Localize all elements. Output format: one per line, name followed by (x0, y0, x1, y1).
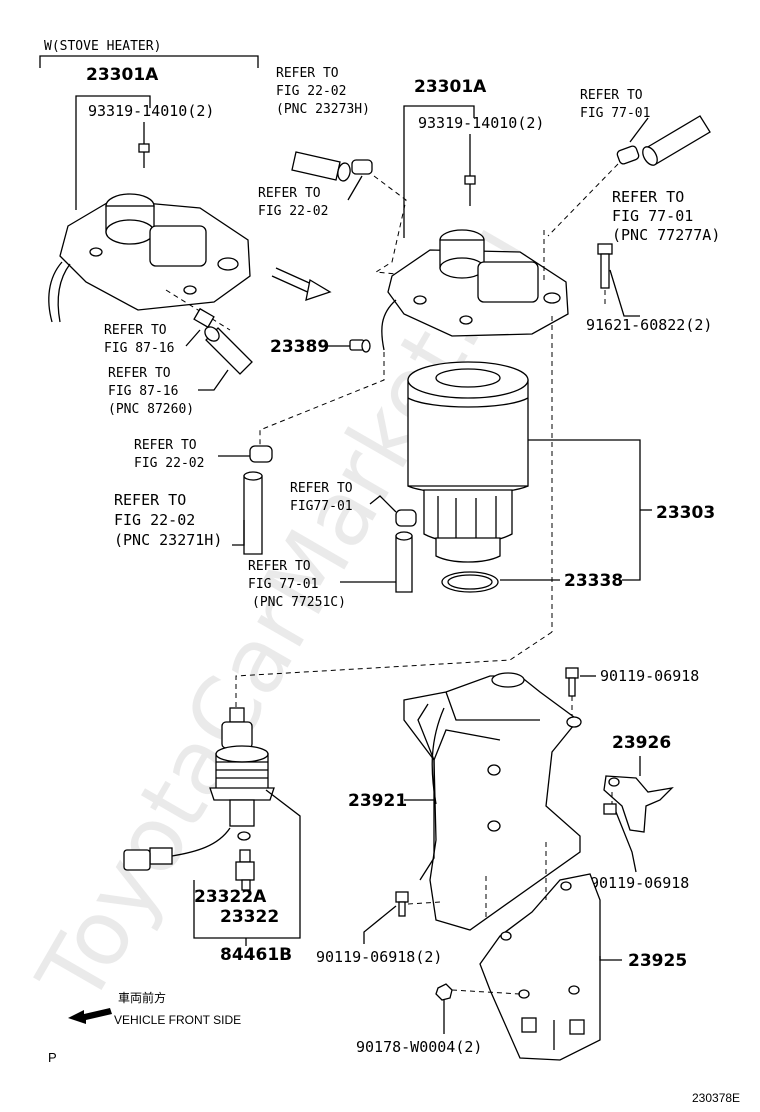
part-label-90119-left: 90119-06918(2) (316, 948, 442, 966)
part-label-23926: 23926 (612, 733, 671, 753)
svg-text:(PNC 77251C): (PNC 77251C) (252, 595, 346, 610)
svg-text:(PNC 23273H): (PNC 23273H) (276, 102, 370, 117)
svg-text:FIG77-01: FIG77-01 (290, 499, 353, 514)
svg-text:FIG 22-02: FIG 22-02 (276, 84, 346, 99)
part-label-91621: 91621-60822(2) (586, 316, 712, 334)
refer-r6: REFER TO FIG 87-16 (PNC 87260) (108, 366, 194, 417)
hose-77277A (616, 115, 711, 166)
svg-text:FIG 77-01: FIG 77-01 (612, 207, 693, 225)
figure-code: 230378E (692, 1091, 740, 1105)
part-label-23925: 23925 (628, 951, 687, 971)
plug-23322 (235, 849, 255, 891)
svg-text:FIG 87-16: FIG 87-16 (104, 341, 174, 356)
refer-r8: REFER TO FIG 22-02 (PNC 23271H) (114, 491, 222, 549)
bolt-93319-left (138, 143, 150, 168)
sensor-84461B (209, 707, 275, 827)
bolt-90119-mid (603, 803, 617, 815)
clip-23926 (603, 775, 674, 833)
svg-text:REFER TO: REFER TO (104, 323, 167, 338)
filter-head-right (381, 229, 569, 351)
svg-text:REFER TO: REFER TO (580, 88, 643, 103)
svg-text:(PNC 87260): (PNC 87260) (108, 402, 194, 417)
part-label-23301A-left: 23301A (86, 65, 159, 85)
bolt-90119-left (395, 891, 409, 917)
part-label-23322A: 23322A (194, 887, 267, 907)
refer-r1: REFER TO FIG 22-02 (PNC 23273H) (276, 66, 370, 117)
refer-r9: REFER TO FIG77-01 (290, 481, 353, 514)
svg-text:FIG 22-02: FIG 22-02 (134, 456, 204, 471)
bolt-91621 (597, 243, 613, 289)
part-label-23303: 23303 (656, 503, 715, 523)
hose-23273H (291, 151, 373, 182)
svg-text:REFER TO: REFER TO (258, 186, 321, 201)
part-label-23338: 23338 (564, 571, 623, 591)
svg-text:FIG 87-16: FIG 87-16 (108, 384, 178, 399)
vehicle-front-en: VEHICLE FRONT SIDE (114, 1013, 241, 1027)
o-ring-23322A (237, 831, 251, 841)
harness-connector (123, 827, 231, 871)
svg-text:REFER TO: REFER TO (248, 559, 311, 574)
part-label-23389: 23389 (270, 337, 329, 357)
front-arrow-icon (68, 1008, 112, 1024)
part-label-90119-mid: 90119-06918 (590, 874, 689, 892)
svg-text:(PNC 77277A): (PNC 77277A) (612, 226, 720, 244)
direction-arrow (271, 267, 332, 301)
gasket-23338 (441, 571, 499, 593)
hose-87260 (193, 307, 253, 375)
stove-heater-label: W(STOVE HEATER) (44, 39, 161, 54)
part-label-93319-right: 93319-14010(2) (418, 114, 544, 132)
part-label-23322: 23322 (220, 907, 279, 927)
svg-text:REFER TO: REFER TO (290, 481, 353, 496)
refer-r7: REFER TO FIG 22-02 (134, 438, 204, 471)
svg-text:REFER TO: REFER TO (612, 188, 684, 206)
svg-text:FIG 77-01: FIG 77-01 (580, 106, 650, 121)
svg-text:FIG 22-02: FIG 22-02 (114, 511, 195, 529)
refer-r10: REFER TO FIG 77-01 (PNC 77251C) (248, 559, 346, 610)
svg-text:(PNC 23271H): (PNC 23271H) (114, 531, 222, 549)
part-label-84461B: 84461B (220, 945, 292, 965)
part-label-23921: 23921 (348, 791, 407, 811)
refer-r4: REFER TO FIG 77-01 (PNC 77277A) (612, 188, 720, 244)
part-label-90119-top: 90119-06918 (600, 667, 699, 685)
clip-hose-77-01 (395, 509, 417, 593)
part-label-23301A-right: 23301A (414, 77, 487, 97)
svg-text:FIG 22-02: FIG 22-02 (258, 204, 328, 219)
bolt-90119-top (565, 667, 579, 697)
refer-r2: REFER TO FIG 22-02 (258, 186, 328, 219)
svg-text:REFER TO: REFER TO (108, 366, 171, 381)
vehicle-front-jp: 車両前方 (118, 990, 166, 1005)
refer-r3: REFER TO FIG 77-01 (580, 88, 650, 121)
svg-text:REFER TO: REFER TO (134, 438, 197, 453)
part-label-90178: 90178-W0004(2) (356, 1038, 482, 1056)
refer-r5: REFER TO FIG 87-16 (104, 323, 174, 356)
svg-text:REFER TO: REFER TO (114, 491, 186, 509)
nut-90178 (435, 983, 453, 1001)
plate-23925 (479, 873, 601, 1061)
part-label-93319-left: 93319-14010(2) (88, 102, 214, 120)
bolt-93319-right (464, 175, 476, 206)
page-letter: P (48, 1050, 57, 1065)
clip-23389 (349, 339, 371, 353)
svg-text:FIG 77-01: FIG 77-01 (248, 577, 318, 592)
svg-text:REFER TO: REFER TO (276, 66, 339, 81)
filter-head-left (48, 193, 251, 323)
fuel-filter-23303 (407, 361, 529, 563)
stove-heater-variant-bracket (39, 55, 259, 68)
